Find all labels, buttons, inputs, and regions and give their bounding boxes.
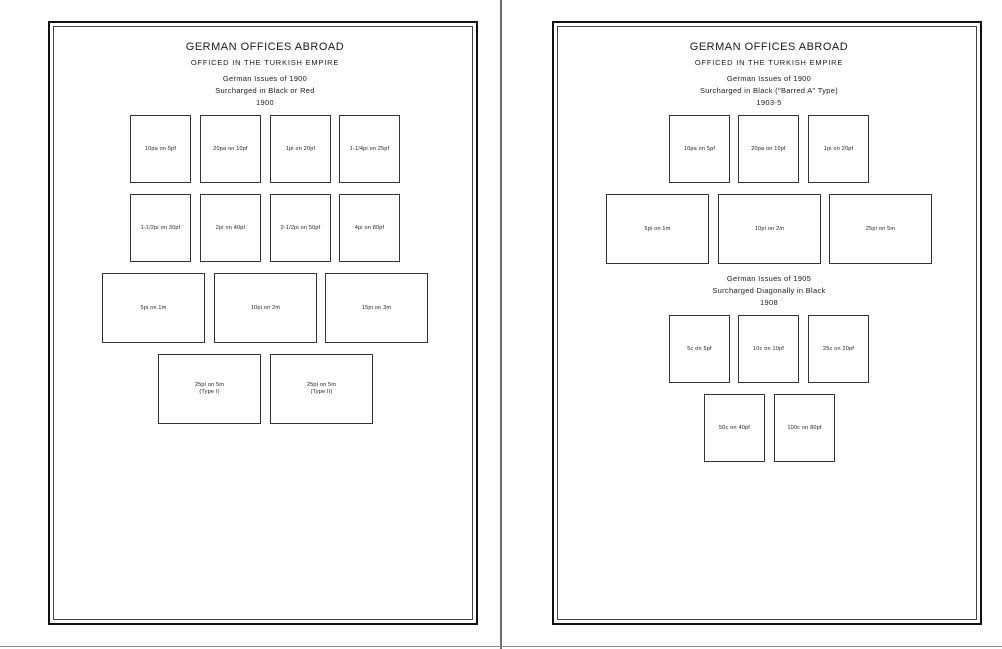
stamp-label: 10pa on 5pf (683, 145, 716, 152)
issue-heading: German Issues of 1905 (726, 274, 812, 283)
stamp-label: 25pi on 5m (865, 225, 896, 232)
stamp-space[interactable]: 10pa on 5pf (669, 115, 730, 183)
stamp-space[interactable]: 100c on 80pf (774, 394, 835, 462)
stamp-label: 50c on 40pf (719, 424, 750, 431)
stamp-space[interactable]: 25c on 20pf (808, 315, 869, 383)
stamp-label: 20pa on 10pf (213, 145, 248, 152)
stamp-label: 10c on 10pf (753, 345, 784, 352)
page-divider (500, 0, 502, 649)
issue-heading: German Issues of 1900 (222, 74, 308, 83)
stamp-space[interactable]: 2-1/2pi on 50pf (270, 194, 331, 262)
stamp-space[interactable]: 1pi on 20pf (808, 115, 869, 183)
page-subtitle: OFFICED IN THE TURKISH EMPIRE (694, 58, 844, 67)
stamp-label: 10pa on 5pf (144, 145, 177, 152)
album-page-right: GERMAN OFFICES ABROAD OFFICED IN THE TUR… (552, 21, 982, 625)
inner-border (557, 26, 977, 620)
stamp-label: 25c on 20pf (823, 345, 854, 352)
stamp-label: 5c on 5pf (687, 345, 712, 352)
bottom-edge-line (0, 646, 1002, 647)
stamp-label: 25pi on 5m (Type II) (306, 382, 337, 395)
page-subtitle: OFFICED IN THE TURKISH EMPIRE (190, 58, 340, 67)
surcharge-heading: Surcharged in Black ("Barred A" Type) (699, 86, 838, 95)
stamp-space[interactable]: 1-1/2pi on 30pf (130, 194, 191, 262)
surcharge-heading: Surcharged in Black or Red (215, 86, 315, 95)
stamp-space[interactable]: 1-1/4pi on 25pf (339, 115, 400, 183)
album-page-left: GERMAN OFFICES ABROAD OFFICED IN THE TUR… (48, 21, 478, 625)
page-title: GERMAN OFFICES ABROAD (185, 41, 345, 53)
stamp-label: 1-1/4pi on 25pf (349, 145, 390, 152)
stamp-space[interactable]: 50c on 40pf (704, 394, 765, 462)
stamp-space[interactable]: 10pi on 2m (718, 194, 821, 264)
surcharge-heading: Surcharged Diagonally in Black (712, 286, 826, 295)
stamp-space[interactable]: 15pi on 3m (325, 273, 428, 343)
stamp-label: 10pi on 2m (250, 304, 281, 311)
stamp-label: 10pi on 2m (754, 225, 785, 232)
stamp-label: 20pa on 10pf (751, 145, 786, 152)
stamp-label: 1pi on 20pf (285, 145, 316, 152)
issue-year: 1903-5 (756, 98, 782, 107)
stamp-space[interactable]: 2pi on 40pf (200, 194, 261, 262)
stamp-label: 5pi on 1m (140, 304, 167, 311)
stamp-space[interactable]: 20pa on 10pf (200, 115, 261, 183)
issue-year: 1900 (256, 98, 274, 107)
stamp-space[interactable]: 25pi on 5m (Type II) (270, 354, 373, 424)
page-title: GERMAN OFFICES ABROAD (689, 41, 849, 53)
stamp-space[interactable]: 4pi on 80pf (339, 194, 400, 262)
stamp-space[interactable]: 20pa on 10pf (738, 115, 799, 183)
stamp-label: 15pi on 3m (361, 304, 392, 311)
stamp-space[interactable]: 5c on 5pf (669, 315, 730, 383)
stamp-label: 1-1/2pi on 30pf (140, 224, 181, 231)
stamp-label: 5pi on 1m (644, 225, 671, 232)
stamp-space[interactable]: 1pi on 20pf (270, 115, 331, 183)
stamp-space[interactable]: 10pa on 5pf (130, 115, 191, 183)
stamp-space[interactable]: 10c on 10pf (738, 315, 799, 383)
stamp-label: 100c on 80pf (787, 424, 822, 431)
stamp-space[interactable]: 25pi on 5m (Type I) (158, 354, 261, 424)
stamp-label: 25pi on 5m (Type I) (194, 382, 225, 395)
stamp-space[interactable]: 5pi on 1m (102, 273, 205, 343)
stamp-label: 2pi on 40pf (215, 224, 246, 231)
stamp-label: 4pi on 80pf (354, 224, 385, 231)
stamp-space[interactable]: 10pi on 2m (214, 273, 317, 343)
issue-heading: German Issues of 1900 (726, 74, 812, 83)
issue-year: 1908 (760, 298, 778, 307)
stamp-space[interactable]: 5pi on 1m (606, 194, 709, 264)
stamp-label: 1pi on 20pf (823, 145, 854, 152)
inner-border (53, 26, 473, 620)
stamp-label: 2-1/2pi on 50pf (280, 224, 321, 231)
stamp-space[interactable]: 25pi on 5m (829, 194, 932, 264)
